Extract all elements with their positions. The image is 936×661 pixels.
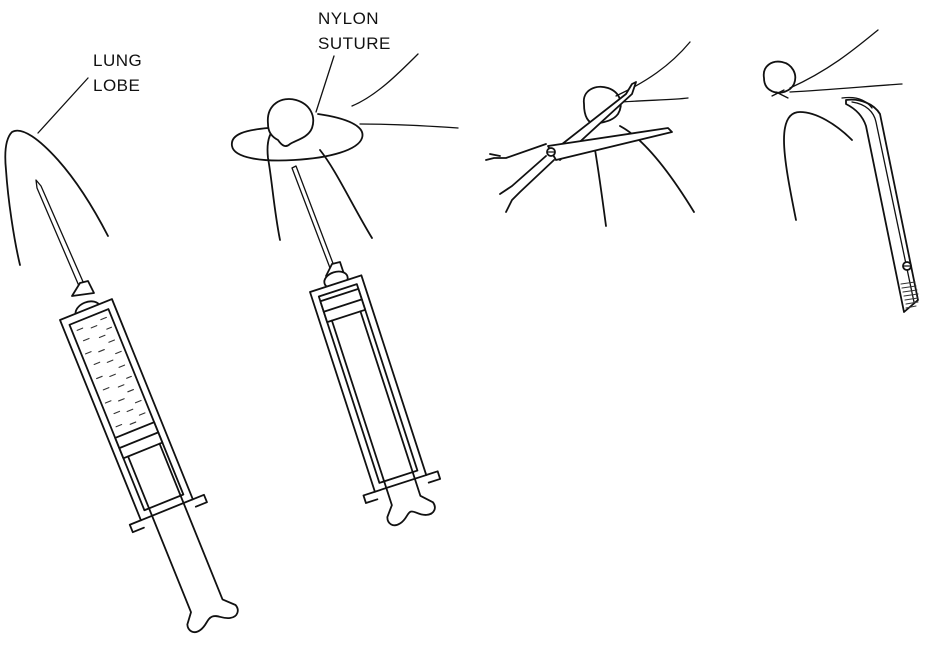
needle-hub-1 xyxy=(71,280,95,297)
panel-4-forceps xyxy=(762,29,919,313)
panel-3-scissors-cut xyxy=(485,41,695,227)
finger-flange-1 xyxy=(128,493,208,534)
lung-lobe-label: LUNG xyxy=(93,51,142,70)
nylon-suture-label: NYLON xyxy=(318,9,379,28)
suture-loop-2 xyxy=(231,113,364,162)
lung-lobe-label-2: LOBE xyxy=(93,76,140,95)
scissors-handle-upper xyxy=(485,143,547,161)
nylon-suture-leader-line xyxy=(315,55,335,113)
nylon-suture-label-2: SUTURE xyxy=(318,34,391,53)
scissors-blade-upper xyxy=(551,81,637,161)
needle-1 xyxy=(35,179,85,287)
suture-tail-3b xyxy=(621,97,689,103)
syringe-barrel-inner-1 xyxy=(68,308,185,512)
fluid-in-barrel-1 xyxy=(76,316,146,428)
needle-2 xyxy=(291,165,335,269)
suture-tail-3a xyxy=(615,41,691,97)
lung-lobe-stump-4 xyxy=(783,111,853,221)
syringe-barrel-outer-1 xyxy=(59,298,194,522)
suture-tail-2a xyxy=(359,123,459,129)
forceps-jaw-line xyxy=(841,96,873,109)
lung-lobe-leader-line xyxy=(37,77,89,134)
suture-tail-4b xyxy=(789,83,903,93)
plunger-rod-1 xyxy=(127,442,239,633)
panel-1-injection: LUNG LOBE xyxy=(4,51,239,633)
plunger-rod-2 xyxy=(331,310,436,527)
forceps-inner-line xyxy=(851,101,915,303)
scissors-handle-lower xyxy=(499,155,555,213)
syringe-barrel-inner-2 xyxy=(317,283,419,484)
ligature-knot-4 xyxy=(771,89,789,99)
panel-2-suture-loop: NYLON SUTURE xyxy=(231,9,459,527)
lobe-tip-knob-2 xyxy=(267,98,315,147)
forceps-grip-serration xyxy=(900,281,919,309)
syringe-2 xyxy=(309,274,442,527)
syringe-barrel-outer-2 xyxy=(309,274,428,493)
lung-lobe-outline-1 xyxy=(4,129,109,266)
ligated-knob-4 xyxy=(762,60,797,94)
syringe-1 xyxy=(59,298,239,633)
forceps-body xyxy=(845,98,919,313)
suture-tail-2b xyxy=(351,53,419,107)
finger-flange-2 xyxy=(362,470,442,504)
suture-tail-4a xyxy=(789,29,879,89)
